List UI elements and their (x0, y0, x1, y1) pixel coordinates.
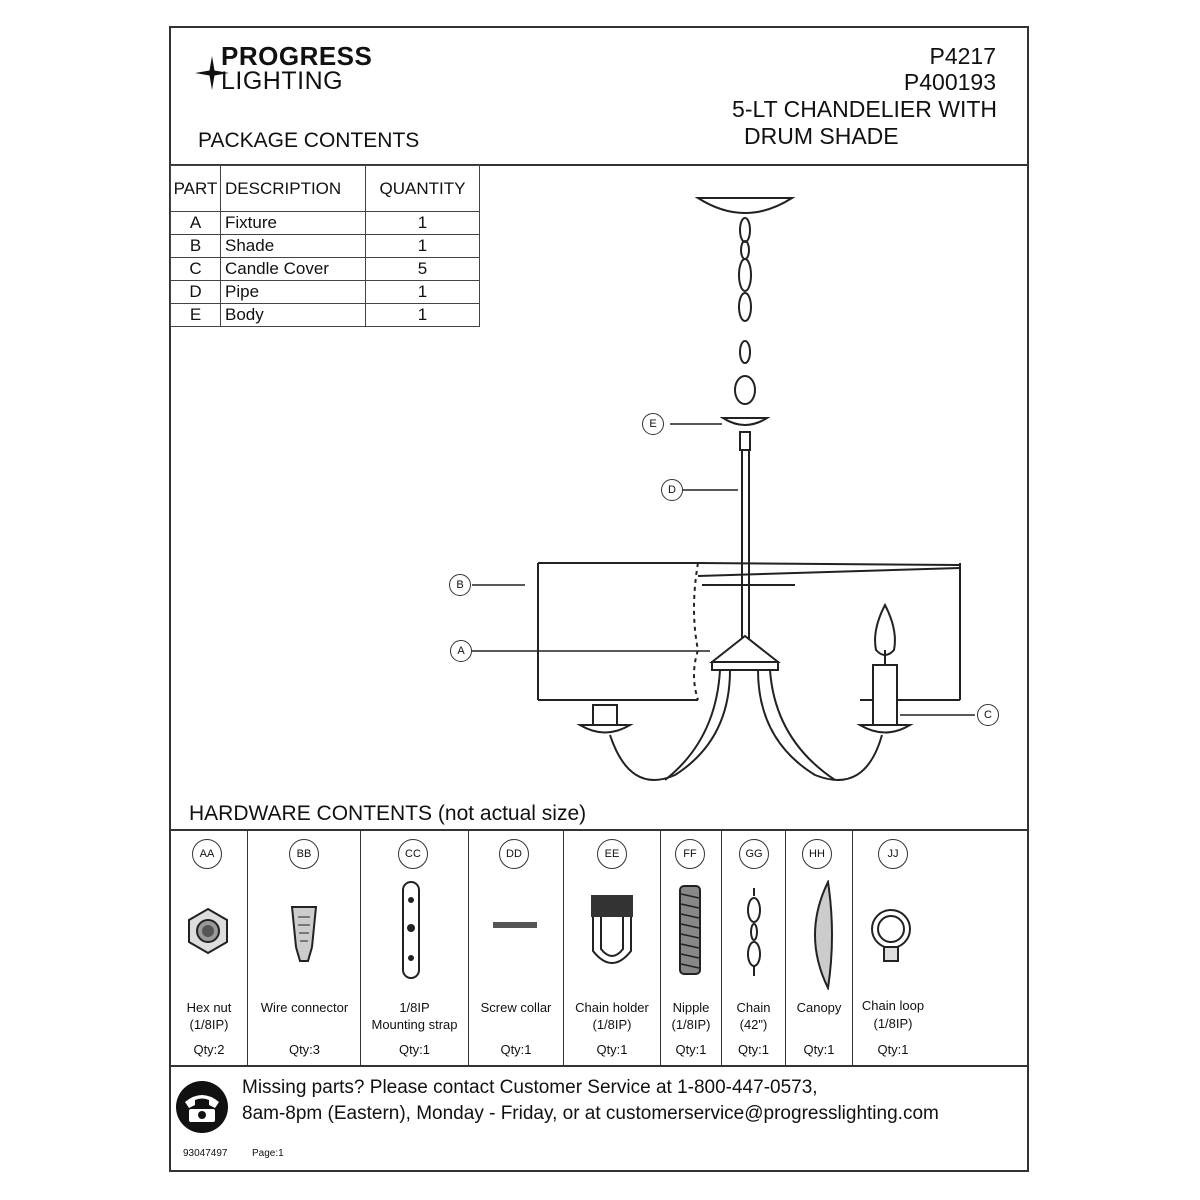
part-description: Fixture (220, 211, 366, 235)
part-quantity: 1 (365, 211, 480, 235)
hardware-code-gg: GG (739, 839, 769, 869)
hardware-qty: Qty:1 (596, 1042, 628, 1057)
table-row: D Pipe 1 (170, 280, 480, 304)
product-name-line-1: 5-LT CHANDELIER WITH (732, 96, 997, 122)
part-letter: D (170, 280, 221, 304)
contact-line-1: Missing parts? Please contact Customer S… (242, 1077, 818, 1098)
hardware-column-divider (247, 829, 248, 1065)
part-quantity: 1 (365, 303, 480, 327)
document-frame (169, 26, 1029, 1172)
hardware-column-divider (721, 829, 722, 1065)
chain-holder-icon (591, 895, 633, 964)
hardware-code-bb: BB (289, 839, 319, 869)
screw-collar-icon (493, 922, 537, 928)
hardware-name-line-1: Chain holder (575, 1000, 649, 1015)
hardware-qty: Qty:1 (398, 1042, 431, 1057)
table-row: B Shade 1 (170, 234, 480, 258)
hardware-code-hh: HH (802, 839, 832, 869)
table-row: A Fixture 1 (170, 211, 480, 235)
mounting-strap-icon (402, 881, 420, 979)
brand-line-1: PROGRESS (221, 41, 373, 71)
callout-a: A (450, 640, 472, 662)
hardware-bottom-divider (169, 1065, 1029, 1067)
hardware-qty: Qty:1 (675, 1042, 707, 1057)
telephone-icon (176, 1081, 228, 1133)
hardware-code-aa: AA (192, 839, 222, 869)
part-letter: B (170, 234, 221, 258)
hardware-top-divider (169, 829, 1029, 831)
brand-logo: PROGRESS LIGHTING (195, 41, 385, 96)
hardware-code-jj: JJ (878, 839, 908, 869)
hardware-name-line-1: Wire connector (260, 1000, 349, 1015)
hardware-qty: Qty:2 (193, 1042, 225, 1057)
callout-b: B (449, 574, 471, 596)
part-description: Body (220, 303, 366, 327)
hardware-name-line-2: (1/8IP) (873, 1016, 913, 1031)
hardware-name-line-2: Mounting strap (371, 1017, 458, 1032)
hardware-qty: Qty:1 (877, 1042, 909, 1057)
hardware-name-line-1: Chain (736, 1000, 771, 1015)
hardware-code-cc: CC (398, 839, 428, 869)
document-number: 93047497 (183, 1148, 228, 1159)
hardware-column-divider (563, 829, 564, 1065)
page-number: Page:1 (252, 1148, 284, 1159)
hardware-code-dd: DD (499, 839, 529, 869)
part-letter: C (170, 257, 221, 281)
hardware-name-line-2: (1/8IP) (671, 1017, 711, 1032)
header-divider (169, 164, 1029, 166)
table-row: E Body 1 (170, 303, 480, 327)
hardware-code-ff: FF (675, 839, 705, 869)
parts-table-header: PART DESCRIPTION QUANTITY (170, 165, 480, 212)
nipple-icon (679, 885, 701, 975)
header-description: DESCRIPTION (220, 165, 366, 212)
chain-icon (747, 888, 761, 976)
hex-nut-icon (188, 907, 228, 955)
hardware-name-line-1: Canopy (796, 1000, 842, 1015)
hardware-contents-title: HARDWARE CONTENTS (not actual size) (189, 802, 587, 825)
model-number-2: P400193 (903, 69, 996, 95)
hardware-name-line-2: (1/8IP) (592, 1017, 632, 1032)
hardware-name-line-1: 1/8IP (399, 1000, 430, 1015)
part-description: Shade (220, 234, 366, 258)
hardware-qty: Qty:3 (288, 1042, 321, 1057)
callout-d: D (661, 479, 683, 501)
hardware-qty: Qty:1 (500, 1042, 532, 1057)
package-contents-title: PACKAGE CONTENTS (198, 129, 420, 152)
hardware-qty: Qty:1 (803, 1042, 835, 1057)
part-description: Candle Cover (220, 257, 366, 281)
table-row: C Candle Cover 5 (170, 257, 480, 281)
callout-c: C (977, 704, 999, 726)
hardware-name-line-1: Chain loop (861, 998, 925, 1013)
logo-star-icon (195, 56, 229, 90)
part-description: Pipe (220, 280, 366, 304)
chain-loop-icon (871, 909, 911, 962)
wire-connector-icon (290, 906, 318, 962)
hardware-column-divider (785, 829, 786, 1065)
callout-e: E (642, 413, 664, 435)
hardware-column-divider (360, 829, 361, 1065)
hardware-name-line-1: Nipple (672, 1000, 710, 1015)
hardware-column-divider (852, 829, 853, 1065)
hardware-code-ee: EE (597, 839, 627, 869)
part-letter: A (170, 211, 221, 235)
hardware-column-divider (468, 829, 469, 1065)
part-letter: E (170, 303, 221, 327)
chandelier-diagram (472, 197, 975, 781)
contact-line-2: 8am-8pm (Eastern), Monday - Friday, or a… (242, 1103, 939, 1124)
hardware-column-divider (660, 829, 661, 1065)
hardware-name-line-2: (42") (739, 1017, 768, 1032)
hardware-name-line-2: (1/8IP) (189, 1017, 229, 1032)
hardware-name-line-1: Screw collar (480, 1000, 552, 1015)
hardware-qty: Qty:1 (737, 1042, 770, 1057)
hardware-name-line-1: Hex nut (186, 1000, 232, 1015)
product-name-line-2: DRUM SHADE (744, 123, 899, 149)
model-number-1: P4217 (929, 43, 996, 69)
header-quantity: QUANTITY (365, 165, 480, 212)
canopy-icon (814, 880, 833, 990)
brand-line-2: LIGHTING (221, 67, 344, 95)
header-part: PART (170, 165, 221, 212)
parts-table: PART DESCRIPTION QUANTITY A Fixture 1 B … (170, 165, 480, 327)
